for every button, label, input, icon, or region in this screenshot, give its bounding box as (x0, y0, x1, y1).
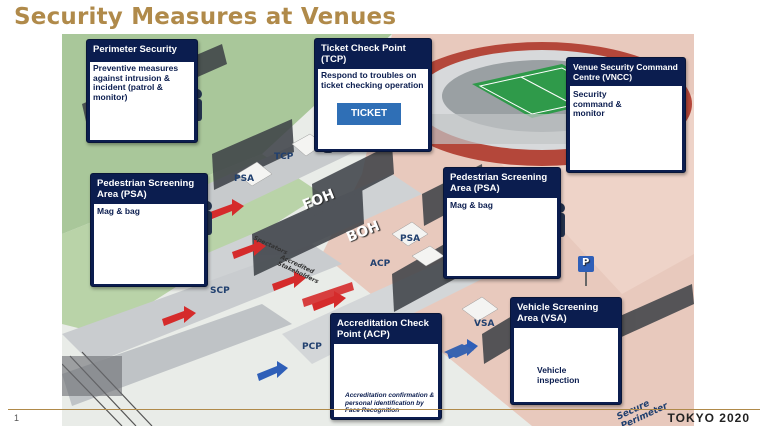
callout-body (514, 328, 618, 402)
callout-title: Vehicle Screening Area (VSA) (517, 302, 599, 324)
map-label-psa-mid: PSA (400, 234, 421, 244)
callout-desc: Mag & bag (450, 200, 493, 210)
callout-perimeter-security: Perimeter Security Preventive measures a… (86, 39, 198, 143)
callout-desc: Accreditation confirmation & personal id… (345, 392, 435, 414)
callout-desc: Security command & monitor (573, 89, 622, 118)
brand-label: TOKYO 2020 (667, 411, 750, 425)
callout-body (90, 62, 194, 140)
callout-psa-left: Pedestrian Screening Area (PSA) Mag & ba… (90, 173, 208, 287)
callout-title: Accreditation Check Point (ACP) (337, 318, 429, 340)
callout-vncc: Venue Security Command Centre (VNCC) Sec… (566, 57, 686, 173)
callout-psa-right: Pedestrian Screening Area (PSA) Mag & ba… (443, 167, 561, 279)
map-label-acp: ACP (370, 259, 391, 269)
callout-body (447, 198, 557, 276)
map-label-parking: P (582, 257, 590, 268)
callout-desc: Preventive measures against intrusion & … (93, 63, 179, 102)
callout-acp: Accreditation Check Point (ACP) Accredit… (330, 313, 442, 420)
map-label-pcp: PCP (302, 342, 322, 352)
callout-desc: Mag & bag (97, 206, 140, 216)
callout-title: Pedestrian Screening Area (PSA) (450, 172, 548, 194)
callout-ticket-check-point: Ticket Check Point (TCP) Respond to trou… (314, 38, 432, 152)
callout-desc: Vehicle inspection (537, 365, 580, 385)
callout-title: Pedestrian Screening Area (PSA) (97, 178, 195, 200)
flow-arrows (162, 199, 354, 326)
footer-divider (8, 409, 760, 410)
callout-desc: Respond to troubles on ticket checking o… (321, 70, 424, 90)
callout-body (334, 344, 438, 417)
callout-title: Ticket Check Point (TCP) (321, 43, 406, 65)
ticket-graphic: TICKET (337, 103, 401, 125)
callout-body (570, 86, 682, 170)
parking-sign (578, 256, 594, 286)
callout-title: Venue Security Command Centre (VNCC) (573, 62, 678, 82)
callout-vsa: Vehicle Screening Area (VSA) Vehicle ins… (510, 297, 622, 405)
callout-body (94, 204, 204, 284)
callout-title: Perimeter Security (93, 44, 177, 55)
map-label-scp: SCP (210, 286, 230, 296)
map-label-vsa: VSA (474, 319, 495, 329)
page-title: Security Measures at Venues (14, 4, 397, 30)
page-number: 1 (14, 413, 20, 423)
map-label-tcp: TCP (274, 152, 294, 162)
map-label-psa-top: PSA (234, 174, 255, 184)
